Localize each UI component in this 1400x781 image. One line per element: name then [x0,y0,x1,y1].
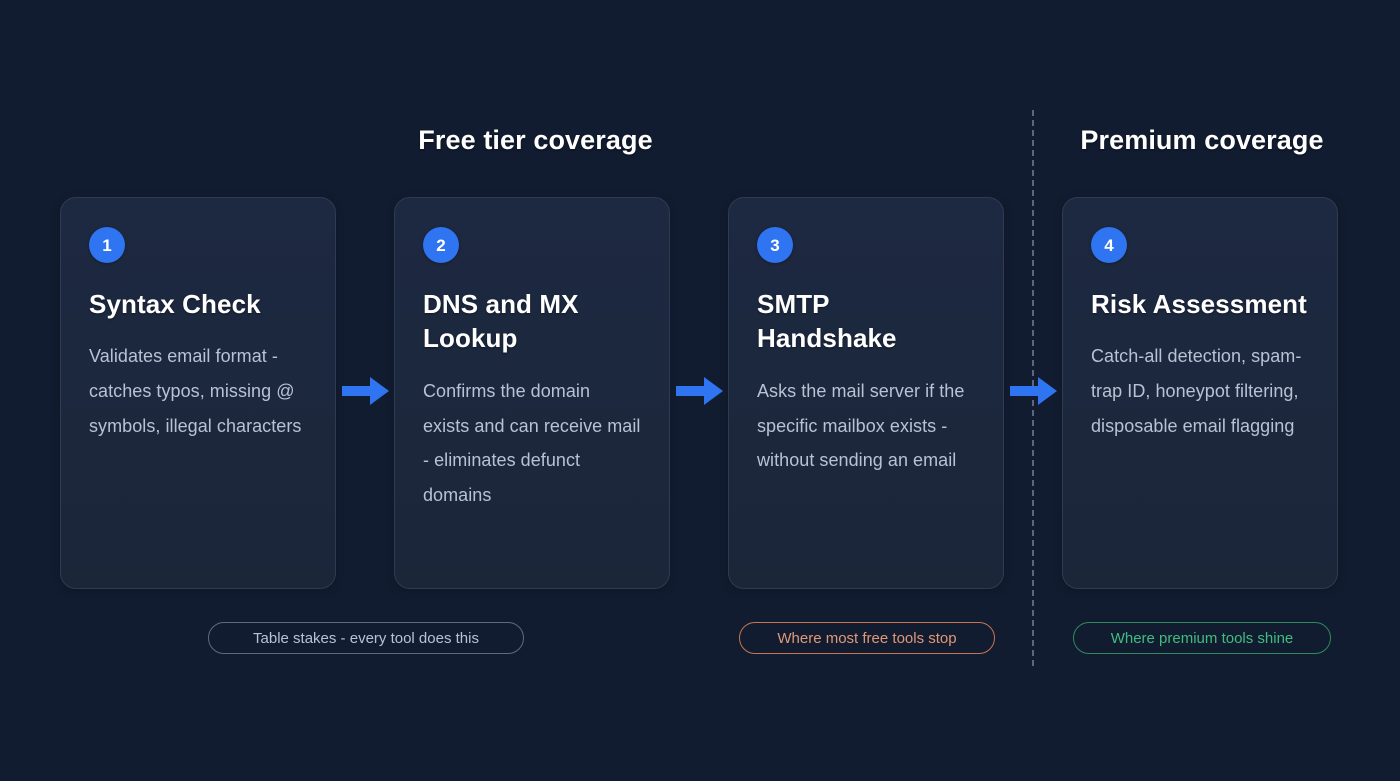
step-title-4: Risk Assessment [1091,289,1307,319]
badge-table-stakes: Table stakes - every tool does this [208,622,524,654]
step-number-badge-3: 3 [757,227,793,263]
step-description-3: Asks the mail server if the specific mai… [757,380,965,471]
step-title-2: DNS and MX Lookup [423,289,579,354]
section-heading-premium: Premium coverage [1080,125,1324,155]
step-card-1: 1 Syntax Check Validates email format - … [60,197,336,589]
step-card-4: 4 Risk Assessment Catch-all detection, s… [1062,197,1338,589]
arrow-right-icon [342,377,389,405]
badge-premium-tools-shine: Where premium tools shine [1073,622,1331,654]
step-card-3: 3 SMTP Handshake Asks the mail server if… [728,197,1004,589]
step-card-2: 2 DNS and MX Lookup Confirms the domain … [394,197,670,589]
badge-free-tools-stop: Where most free tools stop [739,622,995,654]
step-description-1: Validates email format - catches typos, … [89,346,302,437]
arrow-right-icon [1010,377,1057,405]
section-heading-free-tier: Free tier coverage [418,125,653,155]
step-number-badge-1: 1 [89,227,125,263]
step-number-badge-2: 2 [423,227,459,263]
step-description-4: Catch-all detection, spam-trap ID, honey… [1091,346,1302,437]
steps-row: 1 Syntax Check Validates email format - … [0,197,1400,589]
step-description-2: Confirms the domain exists and can recei… [423,380,641,506]
arrow-right-icon [676,377,723,405]
step-title-1: Syntax Check [89,289,261,319]
step-title-3: SMTP Handshake [757,289,897,354]
step-number-badge-4: 4 [1091,227,1127,263]
